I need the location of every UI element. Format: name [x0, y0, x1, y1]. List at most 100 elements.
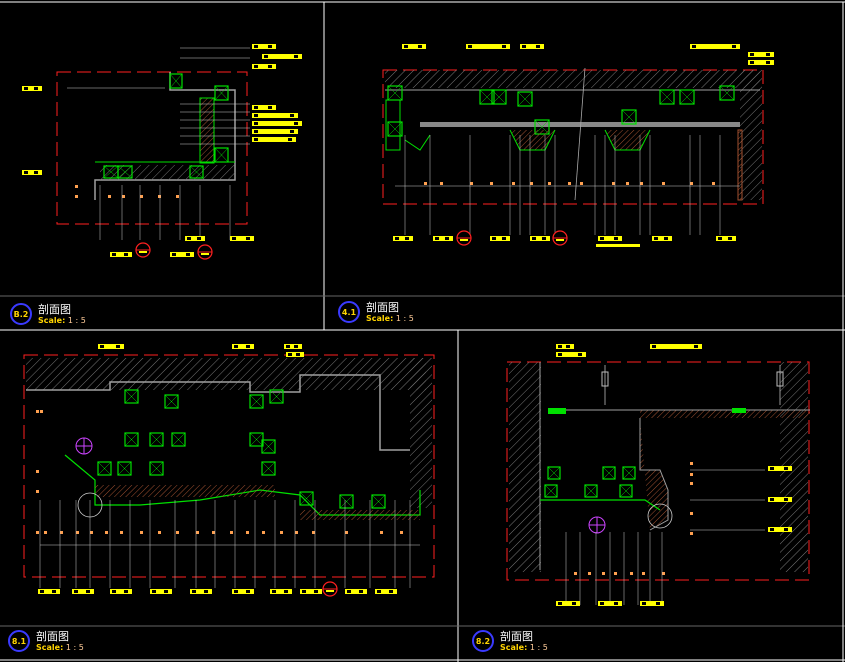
- label-tag-gap: [502, 237, 506, 240]
- dimension-dot: [424, 182, 427, 185]
- label-tag-gap: [359, 590, 363, 593]
- label-tag: [748, 52, 774, 57]
- label-tag: [393, 236, 413, 241]
- structure-box: [261, 439, 276, 454]
- structure-box: [171, 432, 186, 447]
- dimension-dot: [312, 531, 315, 534]
- label-tag-gap: [578, 353, 582, 356]
- viewport-title-br: 8.2 剖面图 Scale: 1 : 5: [472, 630, 548, 653]
- dimension-dot: [530, 182, 533, 185]
- dimension-dot: [690, 482, 693, 485]
- finish-bl-2: [300, 510, 420, 520]
- label-tag-gap: [164, 590, 168, 593]
- label-tag: [170, 252, 194, 257]
- dimension-dot: [76, 531, 79, 534]
- label-tag: [598, 601, 622, 606]
- label-tag: [252, 129, 298, 134]
- dimension-dot: [105, 531, 108, 534]
- label-tag-gap: [732, 45, 736, 48]
- dimension-dot: [690, 182, 693, 185]
- dimension-dot: [712, 182, 715, 185]
- scale-text: Scale: 1 : 5: [38, 316, 86, 325]
- structure-box: [164, 394, 179, 409]
- label-tag: [598, 236, 622, 241]
- viewport-border-bl: [23, 354, 435, 578]
- label-tag: [252, 105, 276, 110]
- dimension-dot: [280, 531, 283, 534]
- pipe-circle-icon: [647, 503, 673, 529]
- dimension-dot: [140, 195, 143, 198]
- dimension-dot: [295, 531, 298, 534]
- dimension-dot: [140, 531, 143, 534]
- wall-hatch-br: [509, 362, 541, 572]
- structure-x: [261, 439, 276, 454]
- structure-box: [619, 484, 633, 498]
- viewport-title-tl: B.2 剖面图 Scale: 1 : 5: [10, 303, 86, 326]
- structure-box: [339, 494, 354, 509]
- label-tag-gap: [234, 345, 238, 348]
- label-tag-gap: [377, 590, 381, 593]
- label-tag-gap: [254, 106, 258, 109]
- dimension-dot: [75, 195, 78, 198]
- label-tag-gap: [766, 61, 770, 64]
- label-tag-gap: [389, 590, 393, 593]
- label-tag: [110, 252, 132, 257]
- label-tag-gap: [74, 590, 78, 593]
- dimension-dot: [90, 531, 93, 534]
- label-tag-gap: [294, 55, 298, 58]
- pocket-tr-1: [509, 129, 556, 151]
- label-tag-gap: [770, 467, 774, 470]
- label-tag: [433, 236, 453, 241]
- structure-box: [149, 461, 164, 476]
- wall-hatch-tr: [740, 70, 762, 200]
- break-line: [574, 67, 586, 201]
- structure-box: [124, 389, 139, 404]
- label-tag: [556, 352, 586, 357]
- label-tag: [556, 344, 574, 349]
- structure-box: [517, 91, 533, 107]
- label-tag-gap: [558, 602, 562, 605]
- label-tag-gap: [572, 602, 576, 605]
- section-badge-icon: B.2: [10, 303, 32, 325]
- label-tag-gap: [654, 237, 658, 240]
- label-tag-gap: [784, 467, 788, 470]
- label-tag: [300, 589, 322, 594]
- viewport-title-bl: 8.1 剖面图 Scale: 1 : 5: [8, 630, 84, 653]
- section-title: 剖面图: [366, 301, 399, 314]
- dimension-dot: [588, 572, 591, 575]
- dimension-dot: [380, 531, 383, 534]
- ceiling-finish-br: [640, 410, 810, 418]
- viewport-border-tl: [56, 71, 248, 225]
- label-tag-gap: [536, 45, 540, 48]
- dimension-dot: [630, 572, 633, 575]
- dimension-dot: [490, 182, 493, 185]
- pocket-tr-2: [604, 129, 651, 151]
- label-tag-gap: [405, 237, 409, 240]
- dimension-dot: [36, 490, 39, 493]
- structure-x: [544, 484, 558, 498]
- structure-box: [719, 85, 735, 101]
- dimension-dot: [122, 195, 125, 198]
- label-tag: [252, 64, 276, 69]
- structure-box: [97, 461, 112, 476]
- label-tag-gap: [254, 138, 258, 141]
- profile-br-tab: [732, 408, 746, 413]
- label-tag-gap: [692, 45, 696, 48]
- label-tag: [596, 244, 640, 247]
- dimension-dot: [614, 572, 617, 575]
- label-tag: [466, 44, 510, 49]
- structure-x: [169, 73, 183, 89]
- molding-br: [639, 418, 669, 531]
- structure-box: [117, 461, 132, 476]
- label-tag-gap: [558, 345, 562, 348]
- label-tag-gap: [268, 106, 272, 109]
- label-tag-gap: [100, 345, 104, 348]
- dimension-dot: [440, 182, 443, 185]
- structure-x: [97, 461, 112, 476]
- label-tag-gap: [558, 353, 562, 356]
- dimension-dot: [690, 473, 693, 476]
- label-tag-gap: [34, 87, 38, 90]
- label-tag-gap: [770, 528, 774, 531]
- dimension-dot: [246, 531, 249, 534]
